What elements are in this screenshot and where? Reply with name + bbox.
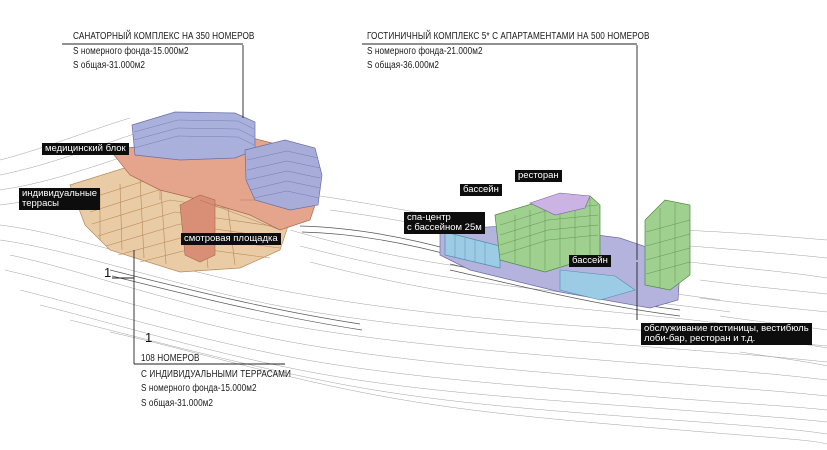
viewing-platform-text: смотровая площадка bbox=[184, 233, 278, 244]
pool-top-label: бассейн bbox=[460, 184, 502, 196]
spa-center-line2: с бассейном 25м bbox=[407, 222, 482, 233]
medical-block-text: медицинский блок bbox=[45, 143, 126, 154]
viewing-platform-label: смотровая площадка bbox=[181, 233, 281, 245]
pool-lower-text: бассейн bbox=[572, 255, 608, 266]
hotel-service-line2: лоби-бар, ресторан и т.д. bbox=[644, 333, 756, 344]
individual-terraces-label: индивидуальные террасы bbox=[19, 188, 101, 210]
sanatorium-total-area: S общая-31.000м2 bbox=[73, 60, 146, 71]
sanatorium-building bbox=[131, 111, 323, 211]
pool-lower-label: бассейн bbox=[569, 255, 611, 267]
hotel-room-area: S номерного фонда-21.000м2 bbox=[367, 46, 483, 57]
medical-block-label: медицинский блок bbox=[42, 143, 129, 155]
individual-terraces-line2: террасы bbox=[22, 198, 59, 209]
spa-center-label: спа-центр с бассейном 25м bbox=[404, 212, 485, 234]
restaurant-text: ресторан bbox=[518, 170, 559, 181]
restaurant-label: ресторан bbox=[515, 170, 562, 182]
spa-center-line1: спа-центр bbox=[407, 212, 451, 223]
sanatorium-room-area: S номерного фонда-15.000м2 bbox=[73, 46, 189, 57]
hotel-title: ГОСТИНИЧНЫЙ КОМПЛЕКС 5* С АПАРТАМЕНТАМИ … bbox=[367, 31, 650, 42]
marker-one-left: 1 bbox=[104, 265, 112, 280]
hotel-service-label: обслуживание гостиницы, вестибюль лоби-б… bbox=[641, 323, 812, 345]
individual-terraces-line1: индивидуальные bbox=[22, 188, 98, 199]
terraces-room-area: S номерного фонда-15.000м2 bbox=[141, 383, 257, 394]
terraces-title-line2: С ИНДИВИДУАЛЬНЫМИ ТЕРРАСАМИ bbox=[141, 369, 292, 380]
terraces-title-line1: 108 НОМЕРОВ bbox=[141, 353, 200, 364]
leader-lines bbox=[62, 43, 638, 365]
hotel-total-area: S общая-36.000м2 bbox=[367, 60, 440, 71]
sanatorium-title: САНАТОРНЫЙ КОМПЛЕКС НА 350 НОМЕРОВ bbox=[73, 31, 255, 42]
hotel-complex bbox=[439, 192, 691, 309]
marker-one-center: 1 bbox=[145, 330, 153, 345]
terraces-total-area: S общая-31.000м2 bbox=[141, 398, 214, 409]
hotel-service-line1: обслуживание гостиницы, вестибюль bbox=[644, 323, 809, 334]
pool-top-text: бассейн bbox=[463, 184, 499, 195]
